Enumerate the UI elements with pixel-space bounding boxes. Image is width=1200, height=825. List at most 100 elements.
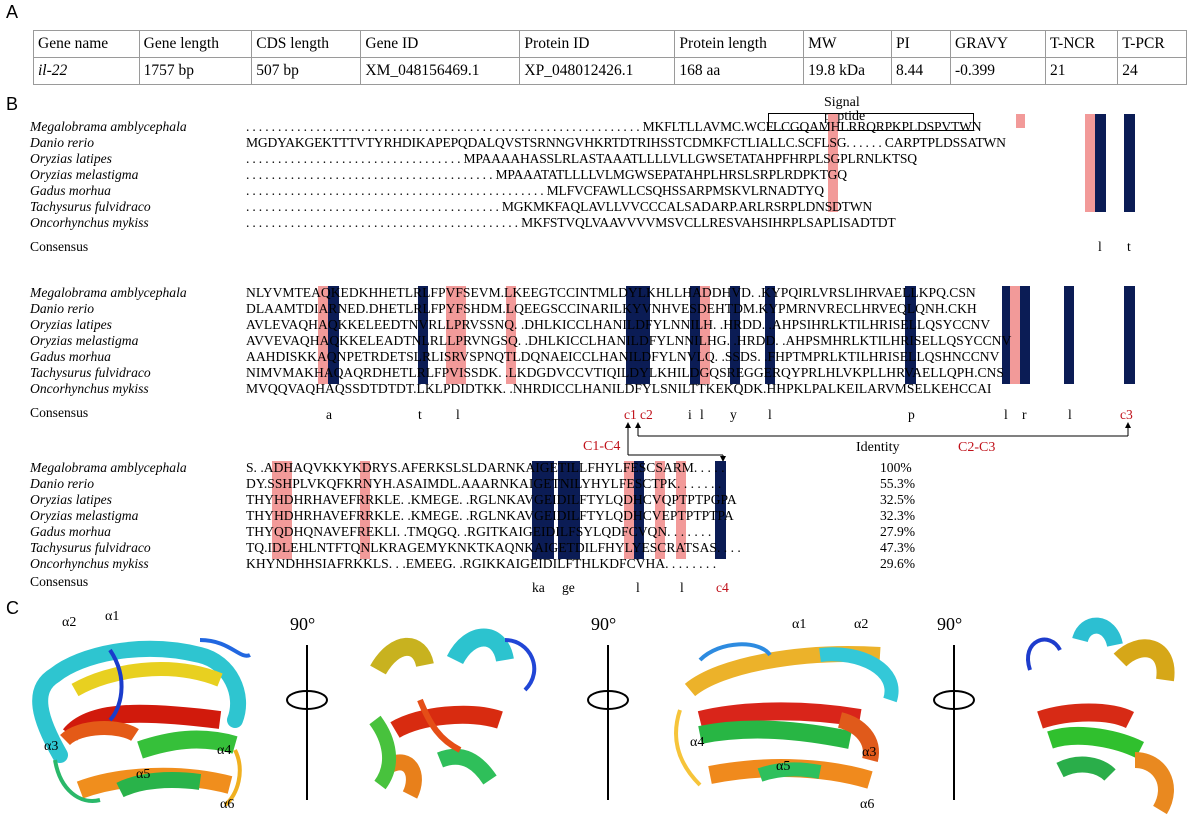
- highlight: [1010, 286, 1020, 384]
- identity-value: 27.9%: [880, 524, 916, 539]
- species-name: Oryzias latipes: [30, 492, 112, 507]
- highlight: [624, 461, 634, 559]
- table-cell: Gene name: [33, 30, 140, 58]
- sequence: AVVEVAQHAQKKELEADTNLRLLPRVNGSQ. .DHLKICC…: [246, 333, 1012, 348]
- helix-label: α2: [62, 615, 76, 630]
- highlight: [1095, 114, 1106, 212]
- sequence: . . . . . . . . . . . . . . . . . . . . …: [246, 167, 847, 182]
- helix-label: α1: [792, 617, 806, 632]
- panel-label-a: A: [6, 2, 19, 22]
- species-name: Danio rerio: [30, 135, 95, 150]
- helix-label: α3: [862, 745, 876, 760]
- consensus-residue: y: [730, 407, 737, 422]
- species-name: Oryzias melastigma: [30, 333, 139, 348]
- sequence: AVLEVAQHAQKKELEEDTNVRLLPRVSSNQ. .DHLKICC…: [246, 317, 991, 332]
- sequence: THYQDHQNAVEFREKLI. .TMQGQ. .RGITKAIGEIDI…: [246, 524, 712, 539]
- highlight: [328, 286, 339, 384]
- table-cell: 19.8 kDa: [803, 57, 892, 85]
- helix-label: α5: [136, 767, 150, 782]
- sequence: S. .ADHAQVKKYKDRYS.AFERKSLSLDARNKAIGETIL…: [246, 460, 725, 475]
- highlight: [272, 461, 292, 559]
- consensus-residue: c1: [624, 407, 637, 422]
- species-name: Tachysurus fulvidraco: [30, 199, 151, 214]
- sequence: . . . . . . . . . . . . . . . . . . . . …: [246, 183, 824, 198]
- highlight: [676, 461, 686, 559]
- sequence: AAHDISKKAQNPETRDETSLRLISRVSPNQTLDQNAEICC…: [246, 349, 1000, 364]
- sequence: THYHDHRHAVEFRRKLE. .KMEGE. .RGLNKAVGEIDI…: [246, 508, 734, 523]
- consensus-label: Consensus: [30, 574, 89, 589]
- rotation-axis-1: [286, 645, 328, 800]
- identity-value: 29.6%: [880, 556, 916, 571]
- structure-view-4: [1026, 617, 1175, 815]
- species-name: Oryzias melastigma: [30, 167, 139, 182]
- consensus-residue: l: [1098, 239, 1102, 254]
- species-name: Oncorhynchus mykiss: [30, 556, 149, 571]
- species-name: Gadus morhua: [30, 349, 111, 364]
- highlight: [532, 461, 554, 559]
- species-name: Oncorhynchus mykiss: [30, 215, 149, 230]
- table-cell: 21: [1044, 57, 1119, 85]
- rotation-axis-2: [587, 645, 629, 800]
- table-cell: 168 aa: [674, 57, 805, 85]
- highlight: [418, 286, 428, 384]
- consensus-residue: l: [768, 407, 772, 422]
- consensus-residue: c4: [716, 580, 729, 595]
- rotation-label: 90°: [290, 614, 315, 634]
- species-name: Megalobrama amblycephala: [30, 119, 187, 134]
- species-name: Gadus morhua: [30, 183, 111, 198]
- panel-label-c: C: [6, 598, 19, 618]
- highlight: [690, 286, 700, 384]
- table-cell: XM_048156469.1: [360, 57, 521, 85]
- consensus-residue: c2: [640, 407, 653, 422]
- consensus-residue: l: [700, 407, 704, 422]
- table-cell: il-22: [33, 57, 140, 85]
- helix-label: α4: [217, 743, 231, 758]
- identity-value: 55.3%: [880, 476, 916, 491]
- rotation-label: 90°: [591, 614, 616, 634]
- highlight: [626, 286, 650, 384]
- species-name: Danio rerio: [30, 301, 95, 316]
- highlight: [1124, 286, 1135, 384]
- identity-value: 47.3%: [880, 540, 916, 555]
- helix-label: α5: [776, 759, 790, 774]
- consensus-residue: l: [1004, 407, 1008, 422]
- species-name: Tachysurus fulvidraco: [30, 540, 151, 555]
- highlight: [700, 286, 710, 384]
- structure-view-2: [369, 628, 537, 799]
- consensus-residue: t: [1127, 239, 1131, 254]
- highlight: [1124, 114, 1135, 212]
- highlight: [318, 286, 328, 384]
- highlight: [1020, 286, 1030, 384]
- sequence: . . . . . . . . . . . . . . . . . . . . …: [246, 119, 982, 134]
- highlight: [1085, 114, 1095, 212]
- helix-label: α4: [690, 735, 704, 750]
- panel-label-b: B: [6, 94, 19, 114]
- species-name: Gadus morhua: [30, 524, 111, 539]
- consensus-residue: i: [688, 407, 692, 422]
- rotation-axis-3: [933, 645, 975, 800]
- consensus-residue: r: [1022, 407, 1027, 422]
- table-cell: Gene ID: [360, 30, 521, 58]
- bond-label-c1-c4: C1-C4: [583, 439, 621, 454]
- table-cell: CDS length: [251, 30, 362, 58]
- helix-label: α1: [105, 609, 119, 624]
- rotation-label: 90°: [937, 614, 962, 634]
- protein-structure-views: 90° 90° 90° α1 α2 α3 α4 α5 α6 α1 α2 α3 α…: [32, 609, 1175, 815]
- gene-info-table: Gene name Gene length CDS length Gene ID…: [33, 30, 1187, 85]
- consensus-residue: c3: [1120, 407, 1133, 422]
- sequence: . . . . . . . . . . . . . . . . . . . . …: [246, 215, 896, 230]
- table-cell: T-NCR: [1044, 30, 1119, 58]
- sequence: MGDYAKGEKTTTVTYRHDIKAPEPQDALQVSTSRNNGVHK…: [246, 135, 1006, 150]
- species-name: Oryzias latipes: [30, 317, 112, 332]
- consensus-residue: ka: [532, 580, 545, 595]
- consensus-residue: p: [908, 407, 915, 422]
- sequence: TQ.IDLEHLNTFTQNLKRAGEMYKNKTKAQNKAIGETDIL…: [246, 540, 741, 555]
- species-name: Megalobrama amblycephala: [30, 285, 187, 300]
- sequence: DY.SSHPLVKQFKRNYH.ASAIMDL.AAARNKAIGETNIL…: [246, 476, 722, 491]
- highlight: [765, 286, 775, 384]
- table-cell: 507 bp: [251, 57, 362, 85]
- consensus-residue: l: [1068, 407, 1072, 422]
- consensus-residue: ge: [562, 580, 575, 595]
- sequence: KHYNDHHSIAFRKKLS. . .EMEEG. .RGIKKAIGEID…: [246, 556, 717, 571]
